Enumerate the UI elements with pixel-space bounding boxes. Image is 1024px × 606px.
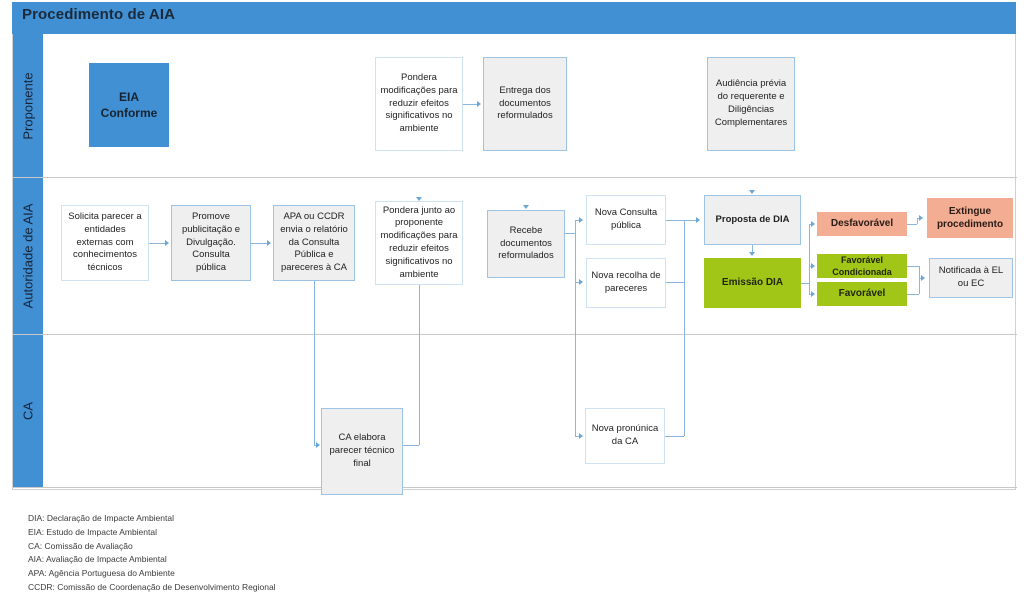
arrow-into-proposta-dia (749, 190, 755, 194)
arrow-merge-proposta (696, 217, 700, 223)
lane-body-ca: CA elabora parecer técnico final Nova pr… (43, 335, 1017, 495)
arrow-emissao-favoravel (811, 291, 815, 297)
connector-merge-vert (684, 220, 685, 335)
node-pondera-junto-proponente[interactable]: Pondera junto ao proponente modificações… (375, 201, 463, 285)
connector-proposta-emissao (752, 245, 753, 254)
legend-item-apa: APA: Agência Portuguesa do Ambiente (28, 568, 175, 579)
legend-item-ccdr: CCDR: Comissão de Coordenação de Desenvo… (28, 581, 276, 592)
connector-desfavoravel-extingue1 (907, 224, 917, 225)
node-solicita-parecer[interactable]: Solicita parecer a entidades externas co… (61, 205, 149, 281)
node-nova-pronuncia-ca[interactable]: Nova pronúnica da CA (585, 408, 665, 464)
connector-merge-proposta (684, 220, 698, 221)
arrow-promove-apa (267, 240, 271, 246)
connector-recebe-split (565, 233, 575, 234)
lane-label-autoridade: Autoridade de AIA (20, 203, 36, 309)
lane-header-proponente: Proponente (13, 34, 43, 177)
legend-item-ca: CA: Comissão de Avaliação (28, 540, 133, 551)
lane-body-autoridade: Solicita parecer a entidades externas co… (43, 178, 1017, 335)
page-title: Procedimento de AIA (22, 6, 176, 23)
connector-ca-elabora-out (403, 445, 419, 446)
swimlane-pool: Proponente EIA Conforme Pondera modifica… (12, 34, 1017, 495)
legend-block: DIA: Declaração de Impacte Ambiental EIA… (28, 512, 628, 595)
lane-ca: CA CA elabora parecer técnico final Nova… (13, 335, 1017, 495)
connector-pondera-to-ca (419, 285, 420, 335)
arrow-solicita-promove (165, 240, 169, 246)
node-proposta-dia[interactable]: Proposta de DIA (704, 195, 801, 245)
connector-recebe-to-ca (575, 282, 576, 335)
node-favoravel[interactable]: Favorável (817, 282, 907, 306)
lane-autoridade: Autoridade de AIA Solicita parecer a ent… (13, 178, 1017, 335)
arrow-recebe-novaconsulta (579, 217, 583, 223)
arrow-recebe-novarecolha (579, 279, 583, 285)
legend-item-aia: AIA: Avaliação de Impacte Ambiental (28, 554, 167, 565)
connector-ca-elabora-up (419, 335, 420, 445)
node-recebe-documentos[interactable]: Recebe documentos reformulados (487, 210, 565, 278)
connector-recebe-novaconsulta (575, 220, 581, 221)
arrow-emissao-favcond (811, 263, 815, 269)
node-nova-consulta-publica[interactable]: Nova Consulta pública (586, 195, 666, 245)
node-nova-recolha-pareceres[interactable]: Nova recolha de pareceres (586, 258, 666, 308)
arrow-into-notificada (921, 275, 925, 281)
connector-pronuncia-out (665, 436, 684, 437)
connector-pronuncia-up (684, 335, 685, 436)
lane-body-proponente: EIA Conforme Pondera modificações para r… (43, 34, 1017, 177)
node-promove-publicitacao[interactable]: Promove publicitação e Divulgação. Consu… (171, 205, 251, 281)
arrow-pondera-entrega (477, 101, 481, 107)
legend-item-eia: EIA: Estudo de Impacte Ambiental (28, 526, 157, 537)
lane-label-proponente: Proponente (20, 71, 36, 140)
connector-apa-to-ca (314, 281, 315, 335)
title-bar: Procedimento de AIA (12, 2, 1016, 30)
connector-promove-apa (251, 243, 269, 244)
node-ca-elabora-parecer[interactable]: CA elabora parecer técnico final (321, 408, 403, 495)
node-audiencia-previa[interactable]: Audiência prévia do requerente e Diligên… (707, 57, 795, 151)
arrow-proposta-emissao (749, 252, 755, 256)
arrow-into-recebe-documentos (523, 205, 529, 209)
arrow-desfavoravel-extingue (919, 215, 923, 221)
node-entrega-documentos[interactable]: Entrega dos documentos reformulados (483, 57, 567, 151)
node-notificada-el-ec[interactable]: Notificada à EL ou EC (929, 258, 1013, 298)
connector-recebe-pronuncia-vert (575, 335, 576, 436)
node-pondera-modificacoes[interactable]: Pondera modificações para reduzir efeito… (375, 57, 463, 151)
arrow-into-pondera-junto (416, 197, 422, 201)
connector-recebe-pronuncia-horiz (575, 436, 581, 437)
node-desfavoravel[interactable]: Desfavorável (817, 212, 907, 236)
connector-emissao-split (801, 283, 809, 284)
node-eia-conforme[interactable]: EIA Conforme (89, 63, 169, 147)
arrow-into-ca-elabora (316, 442, 320, 448)
connector-desfavoravel-extingue-vert (917, 218, 918, 224)
connector-pondera-entrega (463, 104, 479, 105)
connector-recebe-novarecolha (575, 282, 581, 283)
lane-header-ca: CA (13, 335, 43, 487)
connector-novaconsulta-merge (666, 220, 684, 221)
node-extingue-procedimento[interactable]: Extingue procedimento (927, 198, 1013, 238)
connector-favcond-notificada (907, 266, 919, 267)
lane-header-autoridade: Autoridade de AIA (13, 178, 43, 334)
lane-proponente: Proponente EIA Conforme Pondera modifica… (13, 34, 1017, 178)
arrow-emissao-desfavoravel (811, 221, 815, 227)
connector-emissao-split-vert (809, 224, 810, 294)
connector-novarecolha-merge (666, 282, 684, 283)
node-favoravel-condicionada[interactable]: Favorável Condicionada (817, 254, 907, 278)
connector-apa-ca-vert (314, 335, 315, 445)
node-apa-ccdr-envia[interactable]: APA ou CCDR envia o relatório da Consult… (273, 205, 355, 281)
connector-solicita-promove (149, 243, 167, 244)
connector-favoravel-notificada (907, 294, 919, 295)
connector-recebe-split-vert (575, 220, 576, 282)
legend-item-dia: DIA: Declaração de Impacte Ambiental (28, 513, 174, 523)
lane-label-ca: CA (20, 401, 36, 421)
connector-notificada-merge-vert (919, 266, 920, 294)
node-emissao-dia[interactable]: Emissão DIA (704, 258, 801, 308)
arrow-into-nova-pronuncia (579, 433, 583, 439)
